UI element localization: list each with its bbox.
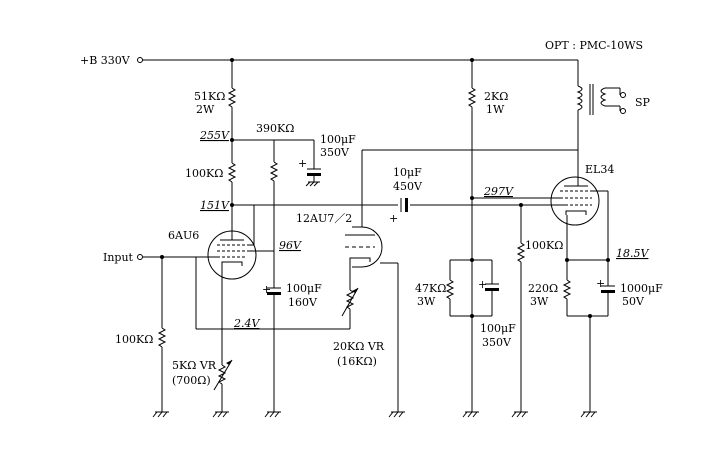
- r47k-rating: 3W: [417, 295, 436, 308]
- opt-label: OPT : PMC-10WS: [545, 39, 643, 52]
- tube-6au6-label: 6AU6: [168, 229, 199, 242]
- r100k-plate-value: 100KΩ: [185, 167, 223, 180]
- r100k-grid-value: 100KΩ: [115, 333, 153, 346]
- c1000u-value: 1000μF: [620, 282, 663, 295]
- tube-el34-label: EL34: [585, 163, 614, 176]
- c10u-plus: +: [389, 212, 398, 225]
- node-255v: [230, 138, 274, 142]
- c100u-350v-rating: 350V: [320, 146, 350, 159]
- vr20k-value: 20KΩ VR: [333, 340, 385, 353]
- c100u-350v-capacitor: [274, 139, 321, 187]
- r100k-el34-resistor: [511, 203, 528, 418]
- voltage-96v: 96V: [279, 239, 302, 252]
- tube-12au7-label: 12AU7／2: [296, 212, 352, 225]
- c100u-350v-plus: +: [298, 157, 307, 170]
- input-label: Input: [103, 251, 134, 264]
- vr5k-setting: (700Ω): [172, 374, 211, 387]
- c100u-160v-plus: +: [262, 283, 271, 296]
- r100k-el34-value: 100KΩ: [525, 239, 563, 252]
- r2k-resistor: [467, 60, 552, 412]
- supply-label: +B 330V: [80, 54, 131, 67]
- c1000u-plus: +: [596, 277, 605, 290]
- c100u-160v-value: 100μF: [286, 282, 322, 295]
- el34-cathode-network: [562, 258, 615, 418]
- r100k-plate-resistor: [227, 140, 237, 232]
- r220-value: 220Ω: [528, 282, 558, 295]
- bplus-rail: [137, 57, 578, 63]
- vr5k-value: 5KΩ VR: [172, 359, 217, 372]
- r2k-rating: 1W: [486, 103, 505, 116]
- r2k-value: 2KΩ: [484, 90, 508, 103]
- c100u-350b-rating: 350V: [482, 336, 512, 349]
- vr5k-potentiometer: [212, 286, 233, 418]
- voltage-255v: 255V: [199, 129, 230, 142]
- r51k-resistor: [227, 60, 237, 140]
- vr20k-potentiometer: [341, 287, 359, 329]
- tube-12au7: [345, 149, 578, 418]
- bias-network: [445, 258, 499, 418]
- c100u-350v-value: 100μF: [320, 133, 356, 146]
- voltage-151v: 151V: [200, 199, 230, 212]
- r47k-value: 47KΩ: [415, 282, 446, 295]
- r390k-value: 390KΩ: [256, 122, 294, 135]
- r220-rating: 3W: [530, 295, 549, 308]
- voltage-2-4v: 2.4V: [233, 317, 260, 330]
- r51k-value: 51KΩ: [194, 90, 225, 103]
- c100u-350b-plus: +: [478, 278, 487, 291]
- voltage-297v: 297V: [483, 185, 514, 198]
- vr20k-setting: (16KΩ): [337, 355, 377, 368]
- c1000u-rating: 50V: [622, 295, 645, 308]
- c10u-capacitor: [398, 198, 410, 212]
- speaker-label: SP: [635, 96, 651, 109]
- c100u-350b-value: 100μF: [480, 322, 516, 335]
- r51k-rating: 2W: [196, 103, 215, 116]
- c10u-value: 10μF: [393, 166, 422, 179]
- c10u-rating: 450V: [393, 180, 423, 193]
- output-transformer: [576, 60, 626, 150]
- tube-el34: [550, 150, 609, 260]
- c100u-160v-capacitor: [264, 251, 281, 418]
- r100k-grid-resistor: [152, 257, 169, 418]
- voltage-18-5v: 18.5V: [616, 247, 649, 260]
- c100u-160v-rating: 160V: [288, 296, 318, 309]
